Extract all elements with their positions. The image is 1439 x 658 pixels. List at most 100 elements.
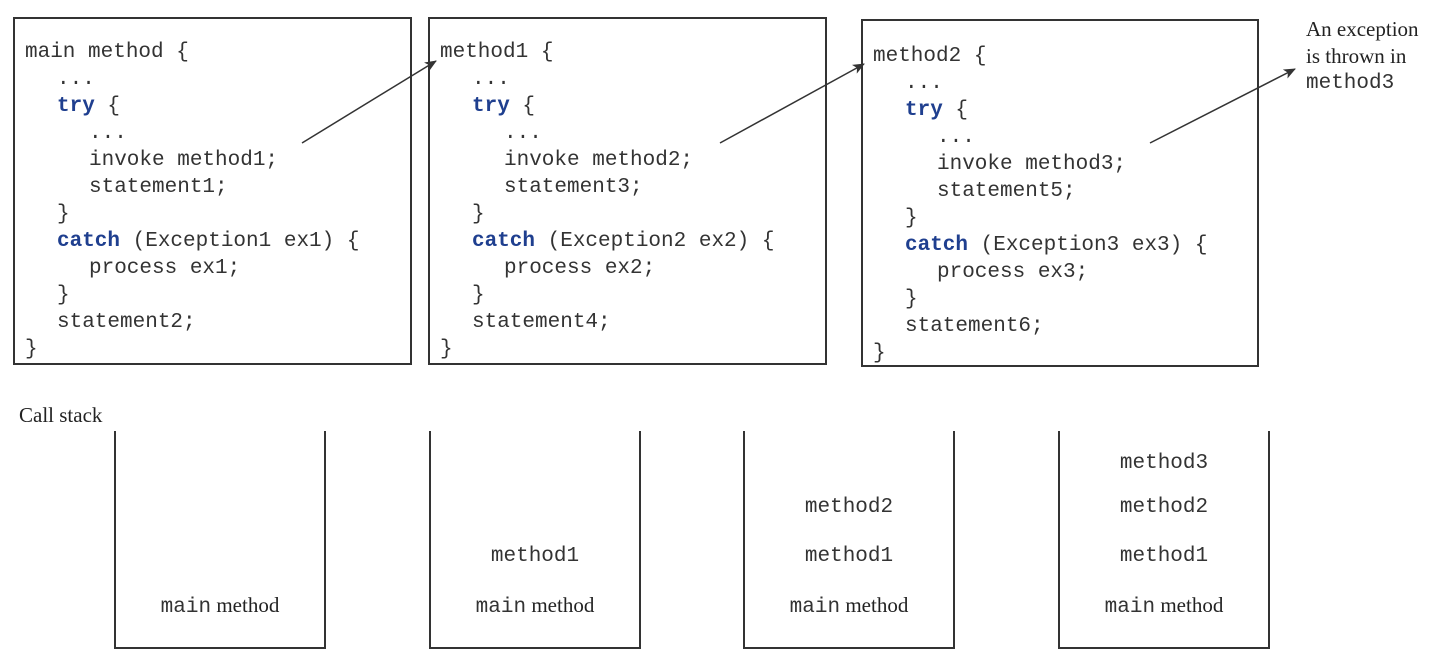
code-line: statement1; bbox=[89, 174, 228, 201]
code-text: statement2; bbox=[57, 311, 196, 334]
code-line: ... bbox=[504, 120, 542, 147]
code-line: ... bbox=[905, 70, 943, 97]
code-text: process ex1; bbox=[89, 257, 241, 280]
code-line: statement5; bbox=[937, 178, 1076, 205]
code-text: } bbox=[873, 342, 886, 365]
stack-frame-mono: method1 bbox=[490, 545, 580, 568]
stack-frame-mono: method3 bbox=[1119, 452, 1209, 475]
code-text: (Exception1 ex1) { bbox=[120, 230, 360, 253]
stack-frame-serif: method bbox=[1155, 593, 1224, 617]
code-text: } bbox=[472, 203, 485, 226]
code-text: { bbox=[94, 95, 121, 118]
code-line: statement3; bbox=[504, 174, 643, 201]
stack-frame: method2 bbox=[1060, 496, 1268, 519]
code-line: statement2; bbox=[57, 309, 196, 336]
code-line: try { bbox=[57, 93, 120, 120]
code-text: ... bbox=[905, 72, 943, 95]
stack-frame-mono: method1 bbox=[1119, 545, 1209, 568]
stack-frame-mono: main bbox=[1104, 596, 1156, 619]
stack-frame: method1 bbox=[431, 545, 639, 568]
code-line: } bbox=[440, 336, 453, 363]
arrow-invoke-method1 bbox=[301, 60, 437, 144]
code-text: } bbox=[905, 207, 918, 230]
code-text: statement3; bbox=[504, 176, 643, 199]
code-text: ... bbox=[472, 68, 510, 91]
code-text: } bbox=[57, 203, 70, 226]
stack-frame: method1 bbox=[745, 545, 953, 568]
code-text: } bbox=[472, 284, 485, 307]
code-text: statement1; bbox=[89, 176, 228, 199]
stack-frame-mono: method2 bbox=[1119, 496, 1209, 519]
stack-frame: main method bbox=[745, 593, 953, 619]
code-text: invoke method3; bbox=[937, 153, 1127, 176]
code-keyword: catch bbox=[472, 230, 536, 253]
call-stack-label: Call stack bbox=[19, 403, 103, 427]
code-line: invoke method2; bbox=[504, 147, 693, 174]
exception-note-line1: An exception bbox=[1306, 17, 1419, 41]
call-stack-3: method2 method1 main method bbox=[743, 431, 955, 649]
stack-frame: method1 bbox=[1060, 545, 1268, 568]
code-text: statement4; bbox=[472, 311, 611, 334]
code-text: process ex3; bbox=[937, 261, 1089, 284]
code-text: statement6; bbox=[905, 315, 1044, 338]
code-line: catch (Exception1 ex1) { bbox=[57, 228, 359, 255]
stack-frame-serif: method bbox=[211, 593, 280, 617]
code-line: statement4; bbox=[472, 309, 611, 336]
code-text: } bbox=[440, 338, 453, 361]
code-line: } bbox=[472, 282, 485, 309]
exception-note: An exception is thrown in method3 bbox=[1306, 16, 1419, 97]
code-line: ... bbox=[937, 124, 975, 151]
code-text: ... bbox=[504, 122, 542, 145]
code-line: try { bbox=[905, 97, 968, 124]
stack-frame-mono: main bbox=[475, 596, 527, 619]
code-text: method2 { bbox=[873, 45, 987, 68]
code-line: statement6; bbox=[905, 313, 1044, 340]
code-text: (Exception3 ex3) { bbox=[968, 234, 1208, 257]
stack-frame: main method bbox=[1060, 593, 1268, 619]
arrow-invoke-method2 bbox=[719, 63, 865, 144]
code-text: invoke method2; bbox=[504, 149, 694, 172]
stack-frame: main method bbox=[431, 593, 639, 619]
code-line: } bbox=[905, 286, 918, 313]
stack-frame: main method bbox=[116, 593, 324, 619]
code-line: ... bbox=[472, 66, 510, 93]
code-keyword: try bbox=[57, 95, 95, 118]
code-text: process ex2; bbox=[504, 257, 656, 280]
stack-frame-mono: main bbox=[789, 596, 841, 619]
code-keyword: catch bbox=[57, 230, 121, 253]
code-keyword: try bbox=[905, 99, 943, 122]
code-line: } bbox=[57, 282, 70, 309]
code-box-method1: method1 {... try {... invoke method2; state… bbox=[428, 17, 827, 365]
arrow-invoke-method3 bbox=[1149, 68, 1296, 144]
code-line: invoke method3; bbox=[937, 151, 1126, 178]
stack-frame-mono: main bbox=[160, 596, 212, 619]
code-line: process ex3; bbox=[937, 259, 1088, 286]
code-text: main method { bbox=[25, 41, 189, 64]
code-line: } bbox=[57, 201, 70, 228]
code-line: method1 { bbox=[440, 39, 553, 66]
code-text: { bbox=[509, 95, 536, 118]
code-text: statement5; bbox=[937, 180, 1076, 203]
code-keyword: try bbox=[472, 95, 510, 118]
code-line: method2 { bbox=[873, 43, 986, 70]
code-line: } bbox=[472, 201, 485, 228]
code-line: } bbox=[873, 340, 886, 367]
code-text: ... bbox=[937, 126, 975, 149]
code-line: catch (Exception3 ex3) { bbox=[905, 232, 1207, 259]
code-text: ... bbox=[57, 68, 95, 91]
code-text: (Exception2 ex2) { bbox=[535, 230, 775, 253]
code-text: } bbox=[57, 284, 70, 307]
code-text: } bbox=[25, 338, 38, 361]
stack-frame: method3 bbox=[1060, 452, 1268, 475]
code-text: method1 { bbox=[440, 41, 554, 64]
stack-frame-mono: method2 bbox=[804, 496, 894, 519]
code-text: } bbox=[905, 288, 918, 311]
stack-frame: method2 bbox=[745, 496, 953, 519]
stack-frame-mono: method1 bbox=[804, 545, 894, 568]
call-stack-1: main method bbox=[114, 431, 326, 649]
code-text: invoke method1; bbox=[89, 149, 279, 172]
call-stack-2: method1 main method bbox=[429, 431, 641, 649]
code-line: catch (Exception2 ex2) { bbox=[472, 228, 774, 255]
code-keyword: catch bbox=[905, 234, 969, 257]
